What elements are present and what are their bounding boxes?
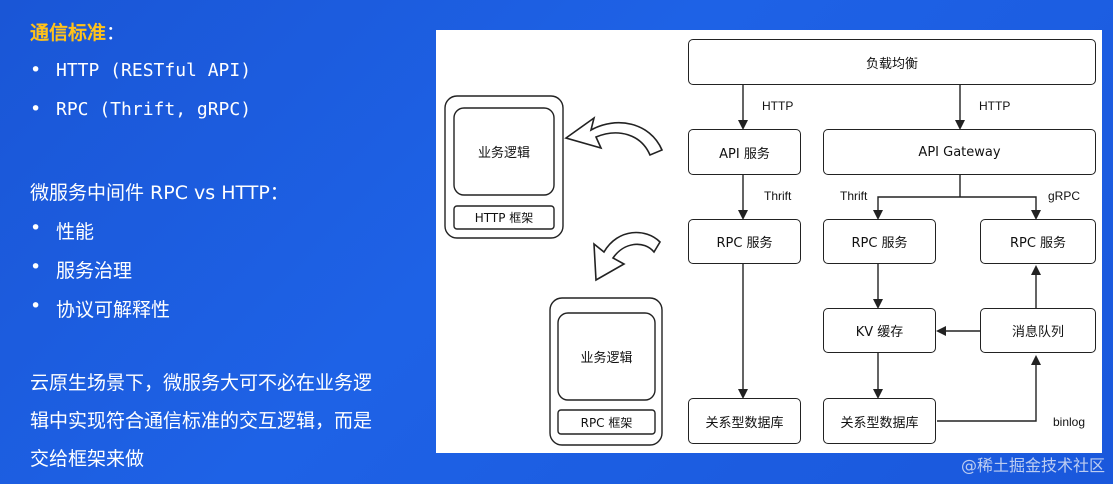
api-gateway-node: API Gateway bbox=[823, 129, 1096, 175]
api-service-node: API 服务 bbox=[688, 129, 801, 175]
bullet-icon: • bbox=[30, 217, 42, 239]
heading: 通信标准： bbox=[30, 18, 125, 45]
kv-cache-node: KV 缓存 bbox=[823, 308, 936, 353]
relational-db-node-1: 关系型数据库 bbox=[688, 398, 801, 444]
architecture-diagram: 业务逻辑 HTTP 框架 业务逻辑 RPC 框架 负载均衡 API 服务 API… bbox=[436, 30, 1102, 453]
rpc-service-node-1: RPC 服务 bbox=[688, 219, 801, 264]
http-logic-label: 业务逻辑 bbox=[477, 146, 530, 161]
left-text-panel: 通信标准： • HTTP (RESTful API) • RPC (Thrift… bbox=[0, 0, 430, 484]
rpc-frame-box bbox=[557, 409, 656, 435]
curved-arrow-lower-icon bbox=[593, 231, 662, 282]
rpc-framework-container bbox=[549, 297, 663, 446]
rpc-frame-label: RPC 框架 bbox=[580, 415, 633, 430]
http-frame-box bbox=[453, 205, 555, 230]
curved-arrow-upper-icon bbox=[564, 116, 664, 157]
summary-paragraph: 云原生场景下，微服务大可不必在业务逻辑中实现符合通信标准的交互逻辑，而是交给框架… bbox=[30, 372, 373, 470]
bullet-icon: • bbox=[30, 59, 42, 81]
http-logic-box bbox=[453, 107, 555, 196]
bullet-icon: • bbox=[30, 256, 42, 278]
edge-label-grpc: gRPC bbox=[1048, 189, 1081, 203]
watermark: @稀土掘金技术社区 bbox=[960, 456, 1105, 475]
edge-label-http-1: HTTP bbox=[762, 99, 794, 113]
http-framework-container bbox=[444, 95, 564, 239]
rpc-logic-box bbox=[557, 312, 656, 401]
diagram-connectors bbox=[444, 85, 1041, 446]
message-queue-node: 消息队列 bbox=[980, 308, 1096, 353]
rpc-service-node-2: RPC 服务 bbox=[823, 219, 936, 264]
edge-label-binlog: binlog bbox=[1053, 415, 1086, 429]
rpc-service-node-3: RPC 服务 bbox=[980, 219, 1096, 264]
compare-title: 微服务中间件 RPC vs HTTP： bbox=[30, 182, 289, 204]
arrow-gateway-to-rpc3 bbox=[960, 196, 1041, 220]
heading-accent: 通信标准 bbox=[30, 22, 107, 44]
http-frame-label: HTTP 框架 bbox=[474, 211, 534, 225]
arrow-db2-to-mq bbox=[937, 355, 1041, 422]
bullet-icon: • bbox=[30, 295, 42, 317]
arrow-gateway-to-rpc2 bbox=[873, 196, 960, 220]
edge-label-thrift-2: Thrift bbox=[840, 189, 868, 203]
edge-label-http-2: HTTP bbox=[979, 99, 1011, 113]
relational-db-node-2: 关系型数据库 bbox=[823, 398, 936, 444]
heading-colon: ： bbox=[106, 22, 126, 44]
bullet-icon: • bbox=[30, 98, 42, 120]
rpc-logic-label: 业务逻辑 bbox=[580, 351, 633, 366]
load-balancer-node: 负载均衡 bbox=[688, 39, 1096, 85]
edge-label-thrift-1: Thrift bbox=[764, 189, 792, 203]
